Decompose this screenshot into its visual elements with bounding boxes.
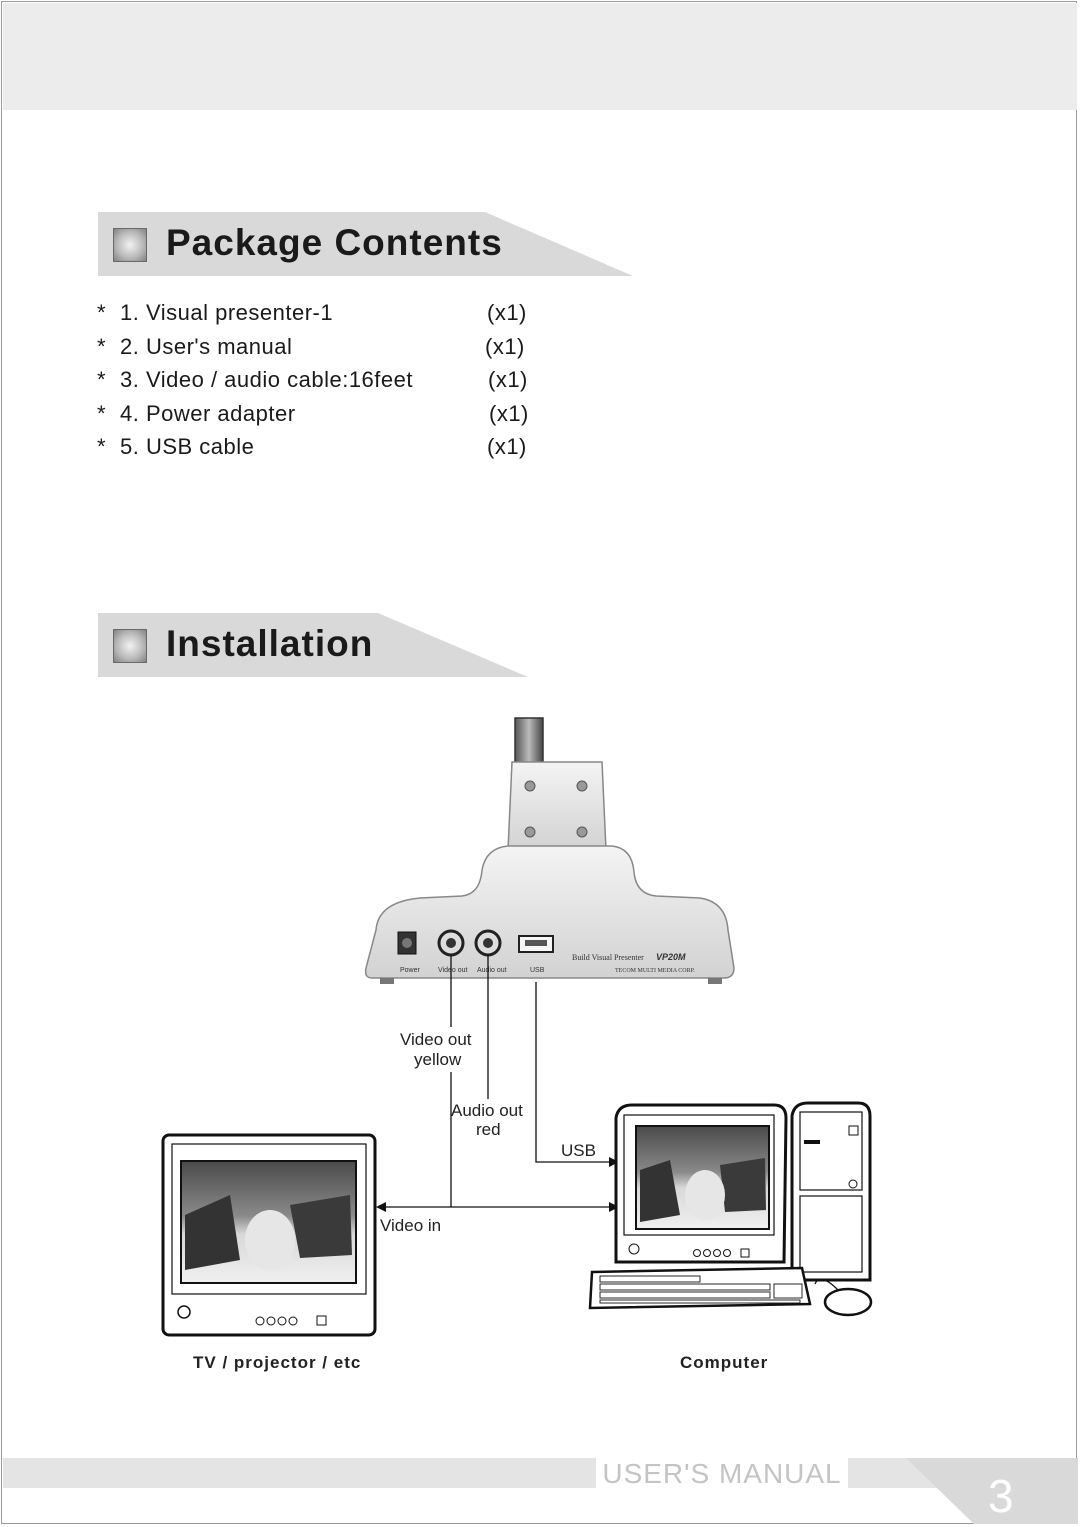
screw-icon [524, 826, 536, 838]
list-item: * 2. User's manual (x1) [97, 334, 557, 368]
device-name-text: Build Visual Presenter [572, 953, 644, 962]
package-contents-header: Package Contents [98, 212, 633, 276]
section-bullet-icon [113, 629, 147, 663]
screw-icon [576, 780, 588, 792]
company-text: TECOM MULTI MEDIA CORP. [615, 968, 695, 974]
page-number: 3 [988, 1470, 1014, 1522]
port-label-video-out: Video out [438, 967, 468, 974]
section-title: Package Contents [166, 222, 503, 263]
item-label: 1. Visual presenter-1 [120, 300, 334, 325]
mouse [823, 1287, 873, 1317]
header-background [98, 613, 528, 677]
item-quantity: (x1) [487, 300, 527, 325]
list-bullet: * [97, 400, 107, 426]
video-in-label: Video in [380, 1216, 442, 1235]
list-bullet: * [97, 434, 107, 459]
screw-icon [576, 826, 588, 838]
item-quantity: (x1) [488, 367, 528, 392]
tv-caption: TV / projector / etc [193, 1353, 362, 1372]
users-manual-label: USER'S MANUAL [596, 1458, 848, 1489]
item-label: 3. Video / audio cable:16feet [120, 367, 413, 392]
visual-presenter-device: Power Video out Audio out USB Build Visu… [364, 717, 735, 984]
device-foot [708, 978, 722, 984]
list-item: * 3. Video / audio cable:16feet (x1) [97, 367, 557, 401]
item-label: 5. USB cable [120, 434, 255, 459]
header-band [3, 3, 1077, 110]
list-item: * 4. Power adapter (x1) [97, 401, 557, 435]
screw-icon [524, 780, 536, 792]
computer-illustration [588, 1101, 873, 1317]
device-neck [507, 761, 607, 851]
section-title: Installation [166, 623, 374, 664]
list-item: * 1. Visual presenter-1 (x1) [97, 300, 557, 334]
cables [385, 955, 612, 1208]
list-bullet: * [97, 367, 107, 392]
item-label: 2. User's manual [120, 333, 293, 359]
arrow-left-icon [376, 1202, 386, 1212]
port-label-audio-out: Audio out [477, 967, 507, 974]
video-out-color-label: yellow [414, 1050, 462, 1069]
item-quantity: (x1) [485, 333, 525, 359]
device-model-text: VP20M [656, 952, 686, 962]
tv-power-icon [177, 1305, 191, 1319]
usb-label: USB [561, 1141, 596, 1160]
port-label-usb: USB [530, 967, 545, 974]
arrow-right-icon [609, 1202, 619, 1212]
item-quantity: (x1) [489, 400, 529, 426]
item-quantity: (x1) [487, 434, 527, 459]
package-contents-list: * 1. Visual presenter-1 (x1) * 2. User's… [97, 300, 557, 468]
computer-tower [790, 1101, 872, 1282]
device-foot [380, 978, 394, 984]
item-label: 4. Power adapter [120, 400, 296, 426]
header-background [98, 212, 633, 276]
computer-caption: Computer [680, 1353, 769, 1372]
list-item: * 5. USB cable (x1) [97, 434, 557, 468]
list-bullet: * [97, 300, 107, 325]
tv-illustration [161, 1133, 377, 1337]
mouse-cord [814, 1278, 839, 1291]
list-bullet: * [97, 333, 107, 359]
footer-band [3, 1458, 1077, 1488]
port-label-power: Power [400, 967, 421, 974]
page-number-tab [906, 1458, 1078, 1524]
arrow-right-icon [609, 1157, 619, 1167]
video-out-label: Video out [400, 1030, 472, 1049]
keyboard [588, 1266, 812, 1310]
audio-out-color-label: red [476, 1120, 501, 1139]
audio-out-label: Audio out [451, 1101, 523, 1120]
usb-cable [535, 982, 612, 1163]
installation-header: Installation [98, 613, 528, 677]
section-bullet-icon [113, 228, 147, 262]
